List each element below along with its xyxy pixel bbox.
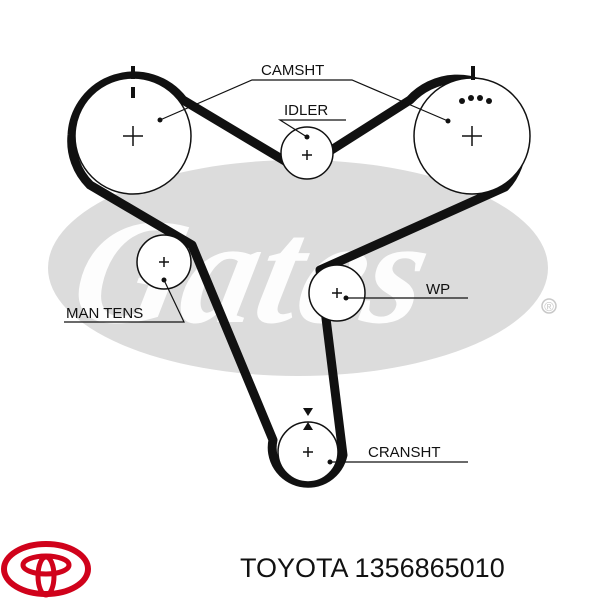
timing-dot-3 — [477, 95, 483, 101]
timing-mark-left — [131, 66, 135, 79]
label-crankshaft: CRANSHT — [368, 444, 441, 461]
label-man-tens: MAN TENS — [66, 305, 143, 322]
timing-mark-left-lower — [131, 87, 135, 98]
crankshaft-pulley — [277, 408, 339, 483]
leader-lines — [64, 79, 468, 463]
toyota-logo — [1, 541, 91, 598]
timing-dot-4 — [486, 98, 492, 104]
registered-mark-circle — [541, 298, 557, 314]
part-caption: TOYOTA 1356865010 — [240, 553, 505, 584]
timing-mark-right — [471, 66, 475, 80]
brand-name: TOYOTA — [240, 553, 348, 583]
timing-dot-1 — [459, 98, 465, 104]
man-tens-pulley — [136, 234, 192, 290]
registered-mark: ® — [544, 299, 554, 314]
timing-dot-2 — [468, 95, 474, 101]
label-idler: IDLER — [284, 102, 328, 119]
gates-watermark-text: Gates — [60, 188, 445, 354]
part-number: 1356865010 — [354, 553, 505, 583]
crank-timing-arrow-down — [303, 408, 313, 416]
idler-pulley — [280, 126, 334, 180]
label-camshaft: CAMSHT — [261, 62, 324, 79]
crank-timing-arrow-up — [303, 422, 313, 430]
camshaft-pulley-right — [413, 66, 531, 195]
label-water-pump: WP — [426, 281, 450, 298]
water-pump-pulley — [308, 264, 366, 322]
